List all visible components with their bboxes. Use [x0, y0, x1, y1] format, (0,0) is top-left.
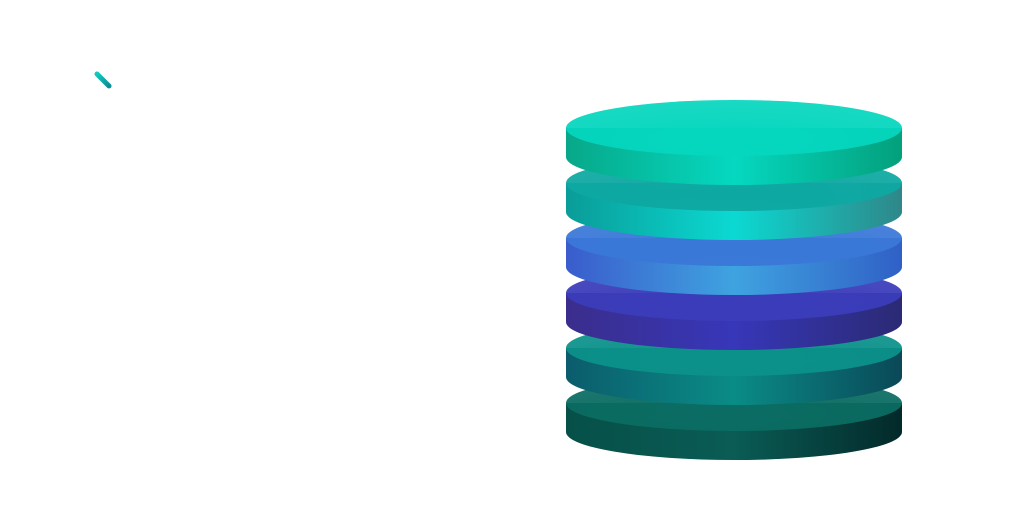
- disc-top: [566, 100, 902, 156]
- diagonal-stroke-icon: [94, 71, 112, 89]
- stack-layer-1: [566, 100, 902, 185]
